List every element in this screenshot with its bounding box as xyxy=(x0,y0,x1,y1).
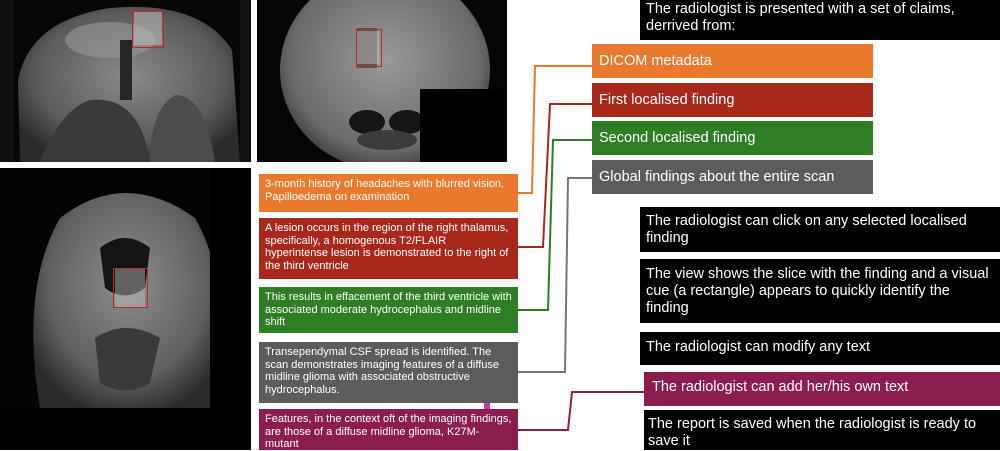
connector-global xyxy=(518,177,592,373)
legend-dicom-metadata: DICOM metadata xyxy=(592,44,873,78)
axial-scan-view[interactable] xyxy=(257,0,507,162)
claim-first-localised-finding[interactable]: A lesion occurs in the region of the rig… xyxy=(259,218,518,279)
step-view-slice: The view shows the slice with the findin… xyxy=(640,259,1000,323)
legend-first-localised-finding: First localised finding xyxy=(592,83,873,117)
legend-label: First localised finding xyxy=(599,92,735,108)
legend-global-findings: Global findings about the entire scan xyxy=(592,160,873,194)
claim-dicom-metadata[interactable]: 3-month history of headaches with blurre… xyxy=(259,174,518,212)
finding-marker[interactable] xyxy=(113,268,148,308)
connector-dicom xyxy=(518,65,592,194)
legend-second-localised-finding: Second localised finding xyxy=(592,121,873,155)
legend-label: Second localised finding xyxy=(599,130,756,146)
legend-label: DICOM metadata xyxy=(599,53,712,69)
step-add-own-text: The radiologist can add her/his own text xyxy=(644,372,1000,406)
claim-radiologist-added-text[interactable]: Features, in the context oft of the imag… xyxy=(259,409,518,450)
finding-marker[interactable] xyxy=(356,29,382,67)
coronal-scan-view[interactable] xyxy=(0,168,251,450)
step-save-report: The report is saved when the radiologist… xyxy=(644,410,1000,450)
legend-label: Global findings about the entire scan xyxy=(599,169,835,185)
sagittal-scan-view[interactable] xyxy=(0,0,251,162)
claim-second-localised-finding[interactable]: This results in effacement of the third … xyxy=(259,287,518,333)
finding-marker[interactable] xyxy=(132,11,164,48)
claim-global-findings[interactable]: Transependymal CSF spread is identified.… xyxy=(259,342,518,403)
intro-text: The radiologist is presented with a set … xyxy=(640,0,1000,40)
connector-first-finding xyxy=(518,103,592,248)
step-modify-text: The radiologist can modify any text xyxy=(640,332,1000,365)
connector-second-finding xyxy=(518,139,592,311)
step-click-finding: The radiologist can click on any selecte… xyxy=(640,207,1000,252)
connector-own-text xyxy=(518,391,644,431)
